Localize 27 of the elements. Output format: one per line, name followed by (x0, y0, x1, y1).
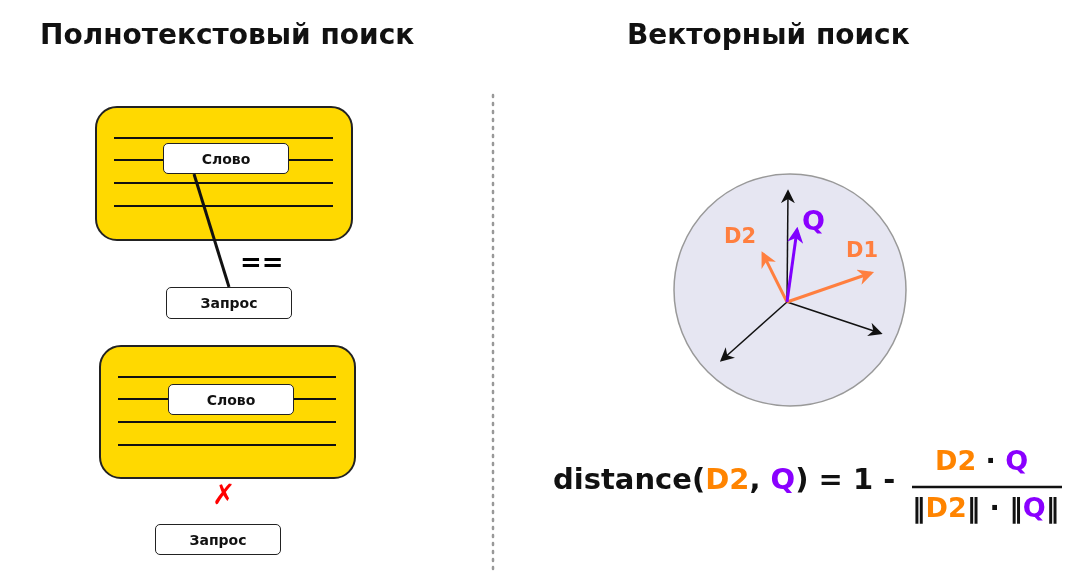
formula-text: · (984, 445, 997, 476)
formula-text: ‖ (1045, 492, 1060, 523)
vector-label: Q (802, 205, 825, 236)
document-box (99, 345, 356, 479)
formula-text: Q (1005, 445, 1029, 476)
formula-text: , (749, 462, 762, 496)
formula-text: Q (770, 462, 796, 496)
word-box: Слово (163, 143, 289, 174)
connector-line (192, 173, 231, 288)
formula-text: Q (1022, 492, 1046, 523)
section-heading: Векторный поиск (627, 18, 910, 51)
document-box (95, 106, 353, 241)
word-box: Запрос (155, 524, 281, 555)
formula-text: ‖ (912, 492, 926, 523)
formula-text: distance( (553, 462, 706, 496)
mismatch-mark: ✗ (212, 478, 236, 511)
section-heading: Полнотекстовый поиск (40, 18, 415, 51)
formula-text: ‖ · ‖ (966, 492, 1023, 523)
word-box: Слово (168, 384, 294, 415)
edge-label: == (240, 247, 284, 277)
vector-label: D2 (724, 224, 757, 248)
word-box: Запрос (166, 287, 292, 319)
formula-text: D2 (935, 445, 977, 476)
formula-text: ) = 1 - (795, 462, 896, 496)
formula-text: D2 (705, 462, 750, 496)
vector-label: D1 (846, 238, 879, 262)
formula-text: D2 (925, 492, 967, 523)
